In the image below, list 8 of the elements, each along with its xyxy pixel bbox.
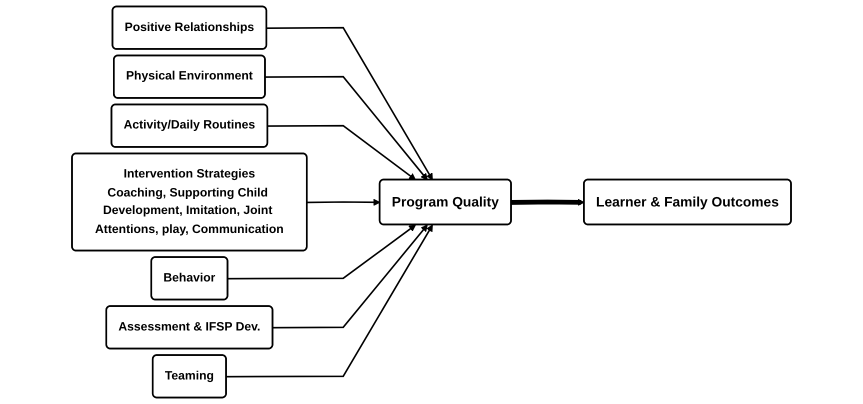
arrow [511, 198, 585, 206]
arrow [266, 26, 433, 180]
arrow [272, 224, 428, 328]
arrow [228, 224, 416, 280]
arrow [268, 124, 416, 180]
arrow [265, 76, 428, 180]
arrow [307, 198, 380, 206]
arrow [226, 224, 433, 378]
